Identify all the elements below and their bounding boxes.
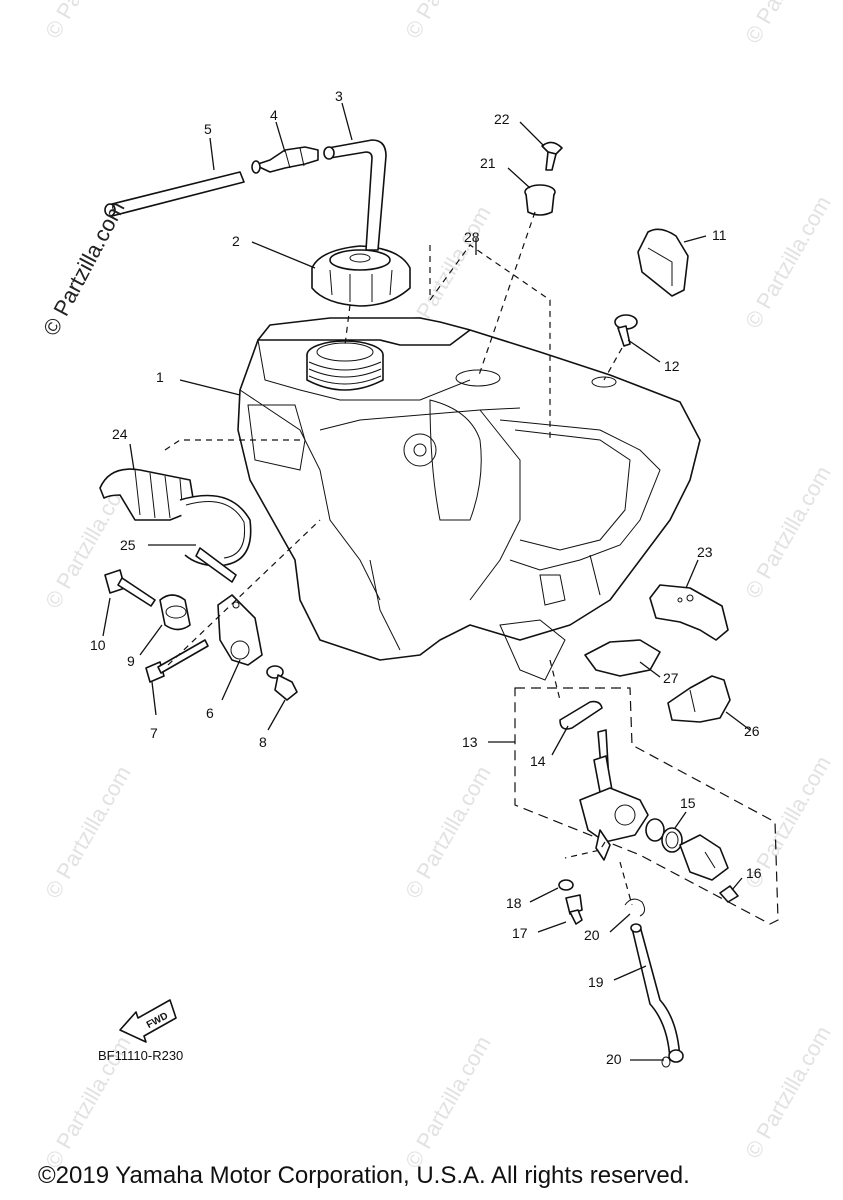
fuel-cock-assembly [514,687,779,925]
part-labels: 1 2 3 4 5 6 7 8 9 10 11 12 13 14 15 16 1… [90,88,762,1067]
clip-20-lower [661,1049,684,1068]
damper-21 [524,184,556,216]
bolt-10 [104,569,156,607]
leader-lines [102,102,751,1061]
cover-24 [99,468,196,521]
label-5: 5 [204,121,212,137]
label-17: 17 [512,925,528,941]
collar-8 [266,665,298,701]
label-10: 10 [90,637,106,653]
label-15: 15 [680,795,696,811]
label-9: 9 [127,653,135,669]
label-6: 6 [206,705,214,721]
label-20-lower: 20 [606,1051,622,1067]
diagram-code: BF11110-R230 [98,1048,184,1063]
label-28: 28 [464,229,480,245]
label-23: 23 [697,544,713,560]
screw-12 [614,314,638,347]
label-11: 11 [712,227,727,243]
band-25 [179,494,252,583]
clip-20-upper [624,898,646,917]
damper-9 [159,594,191,631]
bolt-7 [145,639,209,683]
hose-19 [630,923,681,1061]
fuel-cap [311,245,411,307]
bracket [217,594,263,666]
label-7: 7 [150,725,158,741]
label-2: 2 [232,233,240,249]
label-4: 4 [270,107,278,123]
label-13: 13 [462,734,478,750]
label-20-upper: 20 [584,927,600,943]
label-21: 21 [480,155,496,171]
copyright-notice: ©2019 Yamaha Motor Corporation, U.S.A. A… [38,1162,690,1189]
screw-22 [541,141,563,171]
label-1: 1 [156,369,164,385]
label-27: 27 [663,670,679,686]
fuel-tank [237,317,701,681]
label-22: 22 [494,111,510,127]
label-8: 8 [259,734,267,750]
hose-5 [104,171,245,217]
cover-27 [584,639,661,677]
breather-hose [323,139,387,251]
label-16: 16 [746,865,762,881]
label-26: 26 [744,723,760,739]
clip-11 [637,228,689,297]
fwd-arrow-icon: FWD [119,999,177,1043]
label-14: 14 [530,753,546,769]
label-12: 12 [664,358,680,374]
guard-23 [649,584,729,641]
label-19: 19 [588,974,604,990]
label-18: 18 [506,895,522,911]
cover-26 [667,675,731,723]
label-24: 24 [112,426,128,442]
label-3: 3 [335,88,343,104]
label-25: 25 [120,537,136,553]
check-valve [251,146,319,174]
